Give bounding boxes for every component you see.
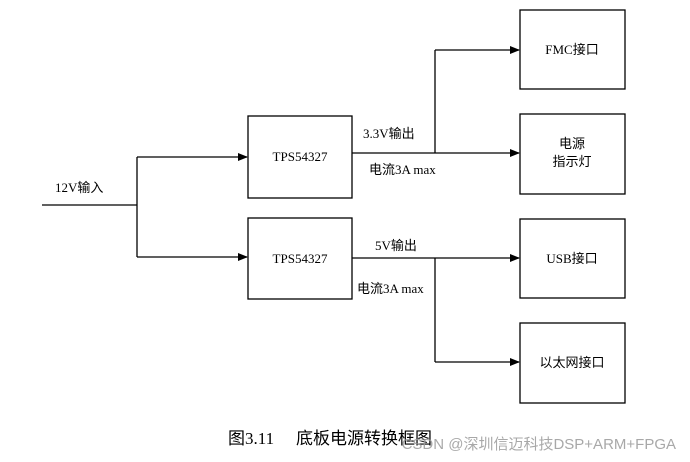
reg1-current-label: 电流3A max <box>369 162 436 177</box>
load-fmc-label: FMC接口 <box>545 42 598 57</box>
regulator-1-box <box>247 115 353 199</box>
reg2-output-label: 5V输出 <box>375 238 417 253</box>
regulator-2-label: TPS54327 <box>273 251 328 266</box>
figure-number: 图3.11 <box>228 429 274 448</box>
regulator-2-box <box>247 217 353 300</box>
load-ethernet-label: 以太网接口 <box>539 355 604 370</box>
load-usb-label: USB接口 <box>546 251 597 266</box>
load-power-led-box <box>519 113 626 195</box>
load-fmc-box <box>519 9 626 90</box>
load-power-led-label-line1: 电源 <box>559 136 585 151</box>
load-ethernet-box <box>519 322 626 404</box>
figure-title: 底板电源转换框图 <box>296 429 432 448</box>
reg1-output-label: 3.3V输出 <box>363 126 415 141</box>
load-usb-box <box>519 218 626 299</box>
reg2-current-label: 电流3A max <box>357 281 424 296</box>
regulator-1-label: TPS54327 <box>273 149 328 164</box>
load-power-led-label-line2: 指示灯 <box>552 154 591 169</box>
input-label: 12V输入 <box>55 180 103 195</box>
watermark: CSDN @深圳信迈科技DSP+ARM+FPGA <box>402 436 676 453</box>
